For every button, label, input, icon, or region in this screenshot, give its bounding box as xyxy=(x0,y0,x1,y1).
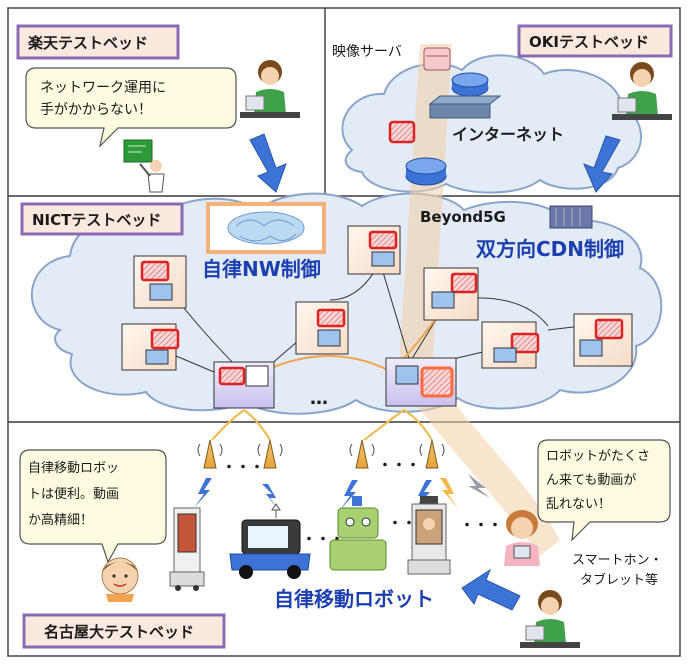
robot-icon xyxy=(329,496,387,571)
robot-user-speech-bubble: ロボットがたくさ ん来ても動画が 乱れない！ xyxy=(537,439,671,542)
rakuten-speech-bubble: ネットワーク運用に 手がかからない！ xyxy=(25,67,237,148)
tablet-label: タブレット等 xyxy=(580,572,658,588)
svg-text:ネットワーク運用に: ネットワーク運用に xyxy=(40,80,166,96)
oki-testbed-label: OKIテストベッド xyxy=(517,24,673,58)
svg-text:名古屋大テストベッド: 名古屋大テストベッド xyxy=(44,623,194,641)
robot-icon xyxy=(169,507,205,591)
hub-node xyxy=(385,357,457,407)
nagoya-testbed-label: 名古屋大テストベッド xyxy=(22,613,226,649)
hub-node xyxy=(213,361,275,409)
network-node xyxy=(423,267,479,321)
nagoya-speech-bubble: 自律移動ロボッ トは便利。動画 か高精細！ xyxy=(19,449,167,564)
rakuten-testbed-label: 楽天テストベッド xyxy=(16,24,180,60)
antenna-icon xyxy=(419,439,445,469)
internet-label: インターネット xyxy=(452,125,564,144)
svg-text:手がかからない！: 手がかからない！ xyxy=(40,102,152,118)
antenna-icon xyxy=(197,439,223,469)
robot-label: 自律移動ロボット xyxy=(274,587,434,611)
video-server-label: 映像サーバ xyxy=(332,44,402,60)
network-node xyxy=(481,321,540,369)
antenna-dots: ・・・ xyxy=(378,458,420,474)
robot-dots: ・・・ xyxy=(460,518,502,534)
svg-text:自律移動ロボッ: 自律移動ロボッ xyxy=(28,461,119,476)
bidirectional-cdn-label: 双方向CDN制御 xyxy=(476,237,624,261)
presenter-person-icon xyxy=(123,139,165,193)
boy-person-icon xyxy=(101,557,139,602)
svg-text:トは便利。動画: トは便利。動画 xyxy=(28,487,119,502)
edge-node-icon xyxy=(388,120,416,144)
svg-text:楽天テストベッド: 楽天テストベッド xyxy=(28,34,148,52)
smartphone-label: スマートホン・ xyxy=(572,553,663,568)
router-icon-lower xyxy=(405,157,447,186)
arrow-up-left-icon xyxy=(461,568,521,611)
beyond5g-label: Beyond5G xyxy=(420,208,506,226)
svg-text:ん来ても動画が: ん来ても動画が xyxy=(546,473,636,488)
wireless-signal-icon xyxy=(194,478,432,512)
antenna-dots: ・・・ xyxy=(222,460,264,476)
oki-operator-person-icon xyxy=(612,62,672,120)
wireless-signal-icon xyxy=(440,478,458,508)
brain-icon xyxy=(206,202,326,254)
network-node xyxy=(133,255,187,309)
wireless-links xyxy=(211,409,433,441)
robot-icon xyxy=(407,496,451,575)
nict-testbed-label: NICTテストベッド xyxy=(20,202,184,236)
arrow-down-oki-icon xyxy=(583,135,621,193)
autonomous-nw-label: 自律NW制御 xyxy=(202,257,321,281)
switch-icon xyxy=(428,95,502,119)
arrow-down-rakuten-icon xyxy=(249,133,287,193)
server-icon xyxy=(423,47,451,71)
chip-icon xyxy=(549,205,593,229)
svg-text:乱れない！: 乱れない！ xyxy=(546,497,611,512)
robot-icon xyxy=(229,503,311,579)
operator-person-icon xyxy=(240,60,300,118)
outer-frame xyxy=(7,7,681,657)
antenna-icon xyxy=(349,439,375,469)
network-node xyxy=(347,225,401,275)
svg-text:ロボットがたくさ: ロボットがたくさ xyxy=(546,449,650,464)
svg-text:か高精細！: か高精細！ xyxy=(28,512,93,528)
nagoya-operator-person-icon xyxy=(520,590,580,648)
network-ellipsis: … xyxy=(310,388,328,409)
svg-text:OKIテストベッド: OKIテストベッド xyxy=(529,33,649,51)
svg-text:NICTテストベッド: NICTテストベッド xyxy=(32,211,161,229)
router-icon xyxy=(451,72,489,97)
network-node xyxy=(573,313,633,367)
network-node xyxy=(121,323,180,371)
antenna-icon xyxy=(257,439,283,469)
smartphone-user-person-icon xyxy=(504,510,540,566)
wireless-signal-icon xyxy=(468,474,490,498)
network-node xyxy=(295,301,349,355)
